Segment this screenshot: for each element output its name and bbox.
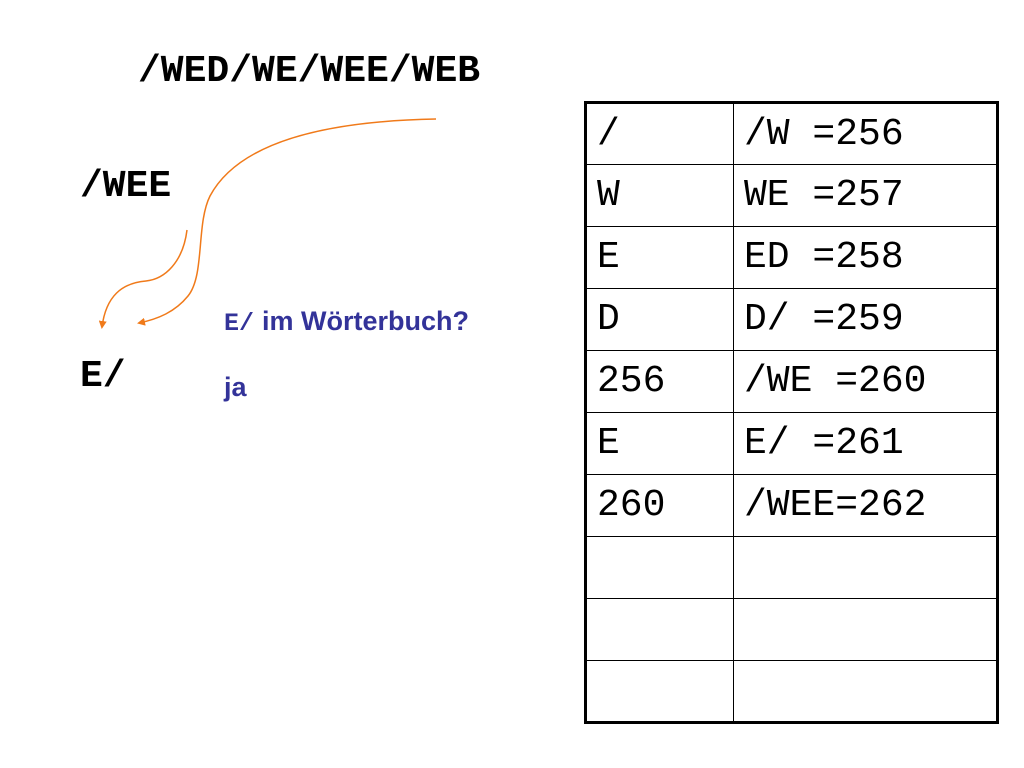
table-cell-entry: D/ =259 bbox=[733, 288, 998, 351]
current-string: /WEE bbox=[80, 165, 172, 208]
input-string-heading: /WED/WE/WEE/WEB bbox=[138, 50, 481, 93]
table-cell-input: 260 bbox=[585, 474, 734, 537]
table-cell-input bbox=[585, 536, 734, 599]
table-cell-entry: /W =256 bbox=[733, 102, 998, 165]
table-cell-entry bbox=[733, 536, 998, 599]
table-row bbox=[585, 660, 998, 723]
question-code: E/ bbox=[224, 309, 255, 338]
table-row: 260/WEE=262 bbox=[585, 474, 998, 537]
output-string: E/ bbox=[80, 355, 126, 398]
table-row bbox=[585, 536, 998, 599]
table-cell-input bbox=[585, 598, 734, 661]
table-cell-entry: /WEE=262 bbox=[733, 474, 998, 537]
table-row bbox=[585, 598, 998, 661]
table-cell-input: 256 bbox=[585, 350, 734, 413]
table-cell-entry: WE =257 bbox=[733, 164, 998, 227]
short-arrow bbox=[98, 229, 188, 329]
table-row: //W =256 bbox=[585, 102, 998, 165]
table-cell-entry bbox=[733, 598, 998, 661]
table-cell-input bbox=[585, 660, 734, 723]
dictionary-answer: ja bbox=[224, 372, 247, 402]
table-cell-input: E bbox=[585, 412, 734, 475]
table-cell-entry: ED =258 bbox=[733, 226, 998, 289]
table-cell-entry: E/ =261 bbox=[733, 412, 998, 475]
table-cell-input: / bbox=[585, 102, 734, 165]
question-text: im Wörterbuch? bbox=[262, 306, 470, 336]
table-cell-input: E bbox=[585, 226, 734, 289]
table-cell-entry bbox=[733, 660, 998, 723]
table-cell-entry: /WE =260 bbox=[733, 350, 998, 413]
table-row: 256/WE =260 bbox=[585, 350, 998, 413]
table-cell-input: W bbox=[585, 164, 734, 227]
dictionary-question: E/im Wörterbuch? bbox=[224, 306, 469, 338]
table-cell-input: D bbox=[585, 288, 734, 351]
long-arrow bbox=[137, 118, 437, 326]
